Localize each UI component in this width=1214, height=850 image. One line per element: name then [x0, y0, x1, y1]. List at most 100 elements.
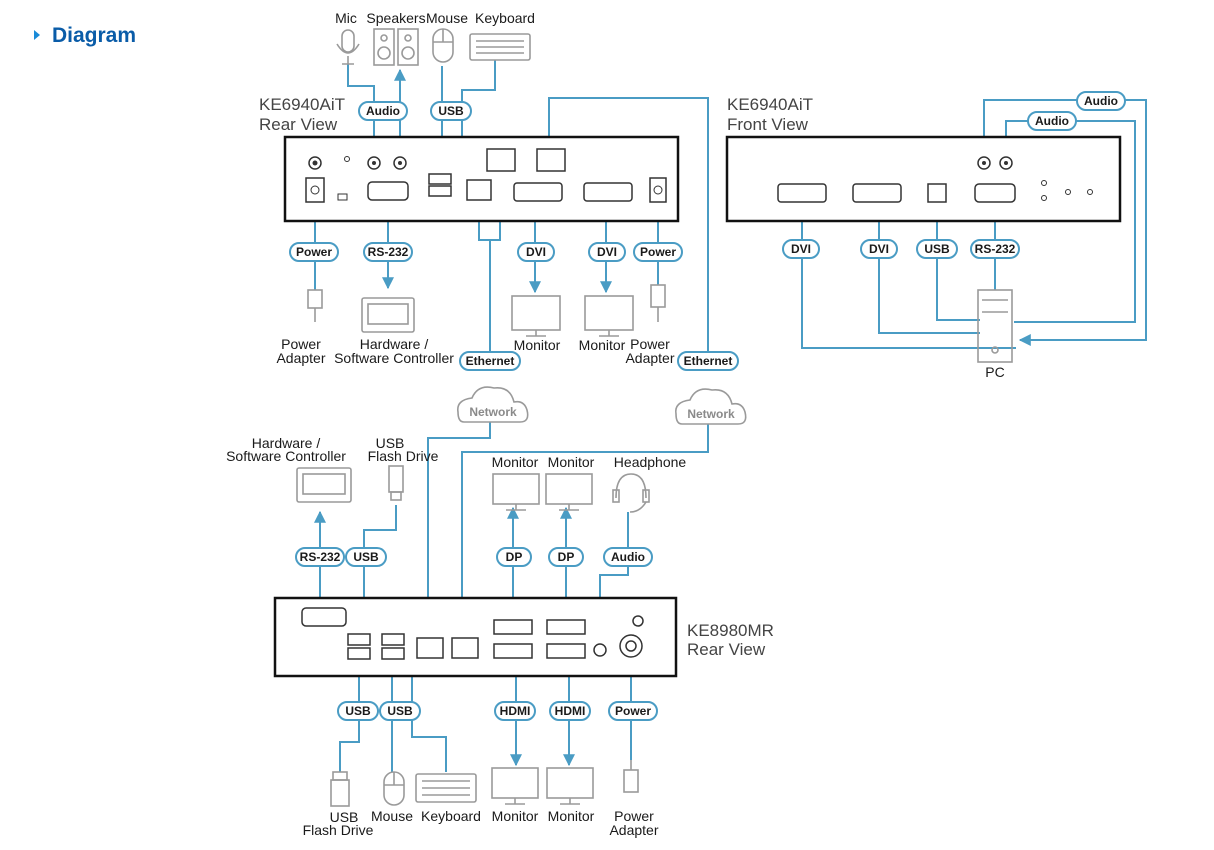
pill-power-rear-right: Power	[633, 242, 683, 262]
pill-dvi-front-a: DVI	[782, 239, 820, 259]
mouse-label-bottom: Mouse	[371, 808, 413, 824]
pill-audio-front-2: Audio	[1027, 111, 1077, 131]
pill-rs232-mid: RS-232	[295, 547, 345, 567]
pc-label: PC	[985, 364, 1004, 380]
pill-dvi-rear-a: DVI	[517, 242, 555, 262]
svg-text:DVI: DVI	[791, 242, 811, 256]
monitor-label-rear-b: Monitor	[579, 337, 626, 353]
pill-rs232-front: RS-232	[970, 239, 1020, 259]
pill-rs232-rear: RS-232	[363, 242, 413, 262]
rx-usb-bottom-3	[411, 662, 447, 772]
ethernet-front-line	[548, 97, 709, 352]
svg-text:RS-232: RS-232	[368, 245, 409, 259]
controller-icon-rear	[361, 297, 415, 333]
monitor-label-rear-a: Monitor	[514, 337, 561, 353]
peripheral-icons	[296, 28, 1013, 807]
ke8980mr-rear-panel	[273, 596, 678, 678]
power-adapter-label-right-2: Adapter	[625, 350, 674, 366]
usb-drive-label-top-1: USB	[376, 435, 405, 451]
ke6940ait-front-panel	[725, 135, 1122, 223]
svg-text:Audio: Audio	[1084, 94, 1118, 108]
mic-line	[347, 64, 380, 162]
header-bullet-icon	[34, 30, 40, 40]
power-adapter-label-right-1: Power	[630, 336, 670, 352]
controller-icon-mid	[296, 467, 352, 503]
pill-usb-bottom-b: USB	[379, 701, 421, 721]
pill-audio-mid: Audio	[603, 547, 653, 567]
svg-text:USB: USB	[438, 104, 464, 118]
svg-text:DP: DP	[558, 550, 575, 564]
svg-text:Audio: Audio	[611, 550, 645, 564]
monitor-icon-rear-a	[511, 295, 561, 337]
front-unit-title: KE6940AiT	[727, 95, 813, 114]
svg-text:HDMI: HDMI	[500, 704, 531, 718]
pill-dvi-front-b: DVI	[860, 239, 898, 259]
svg-text:DVI: DVI	[869, 242, 889, 256]
usb-drive-label-bottom-2: Flash Drive	[303, 822, 374, 838]
hw-controller-label-mid-1: Hardware /	[252, 435, 321, 451]
svg-text:HDMI: HDMI	[555, 704, 586, 718]
keyboard-label-bottom: Keyboard	[421, 808, 481, 824]
speakers-label: Speakers	[366, 10, 425, 26]
pc-tower-icon	[977, 289, 1013, 363]
usb-drive-icon-bottom	[330, 771, 350, 807]
monitor-label-mid-b: Monitor	[548, 454, 595, 470]
network-right-line	[461, 424, 709, 640]
svg-text:Power: Power	[640, 245, 676, 259]
rx-unit-title: KE8980MR	[687, 621, 774, 640]
usb-drive-label-bottom-1: USB	[330, 809, 359, 825]
svg-text:Audio: Audio	[366, 104, 400, 118]
svg-text:USB: USB	[387, 704, 413, 718]
front-dvi-2	[873, 205, 980, 334]
mic-icon	[336, 29, 360, 65]
rear-unit-title: KE6940AiT	[259, 95, 345, 114]
svg-text:USB: USB	[345, 704, 371, 718]
rx-unit-subtitle: Rear View	[687, 640, 766, 659]
hw-controller-label-mid-2: Software Controller	[226, 448, 346, 464]
front-unit-subtitle: Front View	[727, 115, 809, 134]
rear-unit-subtitle: Rear View	[259, 115, 338, 134]
svg-text:Ethernet: Ethernet	[466, 354, 515, 368]
pill-hdmi-b: HDMI	[549, 701, 591, 721]
pill-dp-b: DP	[548, 547, 584, 567]
network-label-right: Network	[687, 407, 735, 421]
front-dvi-1	[796, 205, 1016, 349]
pill-usb-top: USB	[430, 101, 472, 121]
keyboard-icon-bottom	[415, 773, 477, 803]
pill-dvi-rear-b: DVI	[588, 242, 626, 262]
pill-usb-front: USB	[916, 239, 958, 259]
svg-text:Ethernet: Ethernet	[684, 354, 733, 368]
power-adapter-label-bottom-2: Adapter	[609, 822, 658, 838]
monitor-label-mid-a: Monitor	[492, 454, 539, 470]
network-label-left: Network	[469, 405, 517, 419]
pill-power-bottom: Power	[608, 701, 658, 721]
monitor-icon-bottom-b	[546, 767, 594, 805]
network-left-line	[427, 422, 491, 640]
headphone-label: Headphone	[614, 454, 687, 470]
monitor-icon-mid-b	[545, 473, 593, 511]
pill-power-rear-left: Power	[289, 242, 339, 262]
ke6940ait-rear-panel	[283, 135, 680, 223]
power-adapter-label-left-1: Power	[281, 336, 321, 352]
headphone-icon	[612, 473, 650, 513]
keyboard-label-top: Keyboard	[475, 10, 535, 26]
svg-text:DVI: DVI	[597, 245, 617, 259]
pill-audio-top: Audio	[358, 101, 408, 121]
page-title: Diagram	[52, 24, 137, 47]
speakers-icon	[373, 28, 419, 66]
svg-text:USB: USB	[353, 550, 379, 564]
monitor-icon-rear-b	[584, 295, 634, 337]
svg-text:Audio: Audio	[1035, 114, 1069, 128]
power-adapter-label-left-2: Adapter	[276, 350, 325, 366]
power-adapter-icon-bottom	[623, 760, 639, 793]
power-adapter-label-bottom-1: Power	[614, 808, 654, 824]
pill-dp-a: DP	[496, 547, 532, 567]
front-audio-1	[983, 99, 1147, 346]
monitor-label-bottom-b: Monitor	[548, 808, 595, 824]
power-adapter-icon-left	[307, 289, 323, 322]
network-cloud-right-icon	[674, 388, 747, 425]
svg-text:DP: DP	[506, 550, 523, 564]
svg-text:Power: Power	[296, 245, 332, 259]
usb-drive-icon-top	[388, 465, 404, 501]
